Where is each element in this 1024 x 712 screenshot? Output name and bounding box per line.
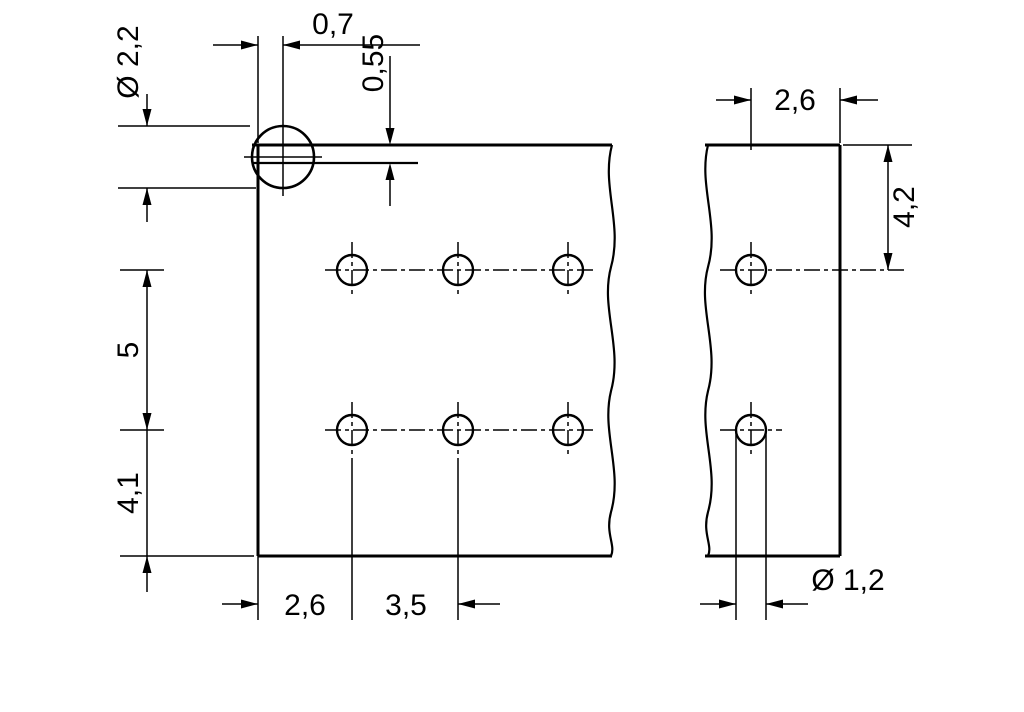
arrowhead	[840, 95, 857, 105]
dim-last-row-to-bottom: 4,1	[112, 430, 254, 592]
arrowhead	[283, 40, 300, 50]
dim-label-last-row-to-bottom: 4,1	[112, 472, 145, 514]
dim-label-top-to-first-row: 4,2	[888, 186, 921, 228]
dim-label-edge-to-first-column: 2,6	[284, 589, 326, 622]
large-hole	[244, 36, 322, 196]
arrowhead	[241, 599, 258, 609]
arrowhead	[458, 599, 475, 609]
arrowhead	[385, 163, 395, 180]
arrowhead	[142, 413, 152, 430]
right-plate-holes	[720, 242, 908, 458]
dim-bottom-columns: 2,6 3,5	[222, 458, 500, 622]
left-plate-holes	[325, 242, 597, 458]
arrowhead	[883, 253, 893, 270]
arrowhead	[766, 599, 783, 609]
dim-edge-distance: 0,55	[357, 34, 395, 206]
right-plate-outline	[703, 143, 842, 558]
dim-row-spacing: 5	[112, 269, 164, 431]
break-line	[606, 144, 616, 557]
dim-right-pin-to-edge: 2,6	[716, 84, 878, 150]
break-line	[703, 144, 713, 557]
dim-label-row-spacing: 5	[112, 342, 145, 359]
dim-center-offset: 0,7	[213, 8, 420, 143]
dim-label-large-hole-diameter: Ø 2,2	[112, 25, 145, 98]
arrowhead	[142, 270, 152, 287]
dim-top-to-first-row: 4,2	[843, 144, 921, 270]
arrowhead	[719, 599, 736, 609]
arrowhead	[241, 40, 258, 50]
left-plate-outline	[252, 143, 616, 558]
dim-large-hole-diameter: Ø 2,2	[112, 25, 256, 222]
dim-label-small-hole-diameter: Ø 1,2	[811, 564, 884, 597]
arrowhead	[385, 128, 395, 145]
dim-label-right-pin-to-edge: 2,6	[774, 84, 816, 117]
dim-label-center-offset: 0,7	[312, 8, 354, 41]
dim-label-edge-distance: 0,55	[357, 34, 390, 92]
arrowhead	[142, 188, 152, 205]
arrowhead	[734, 95, 751, 105]
dim-small-hole-diameter: Ø 1,2	[700, 433, 885, 620]
dim-label-column-spacing: 3,5	[385, 589, 427, 622]
arrowhead	[142, 556, 152, 573]
arrowhead	[142, 109, 152, 126]
arrowhead	[883, 145, 893, 162]
